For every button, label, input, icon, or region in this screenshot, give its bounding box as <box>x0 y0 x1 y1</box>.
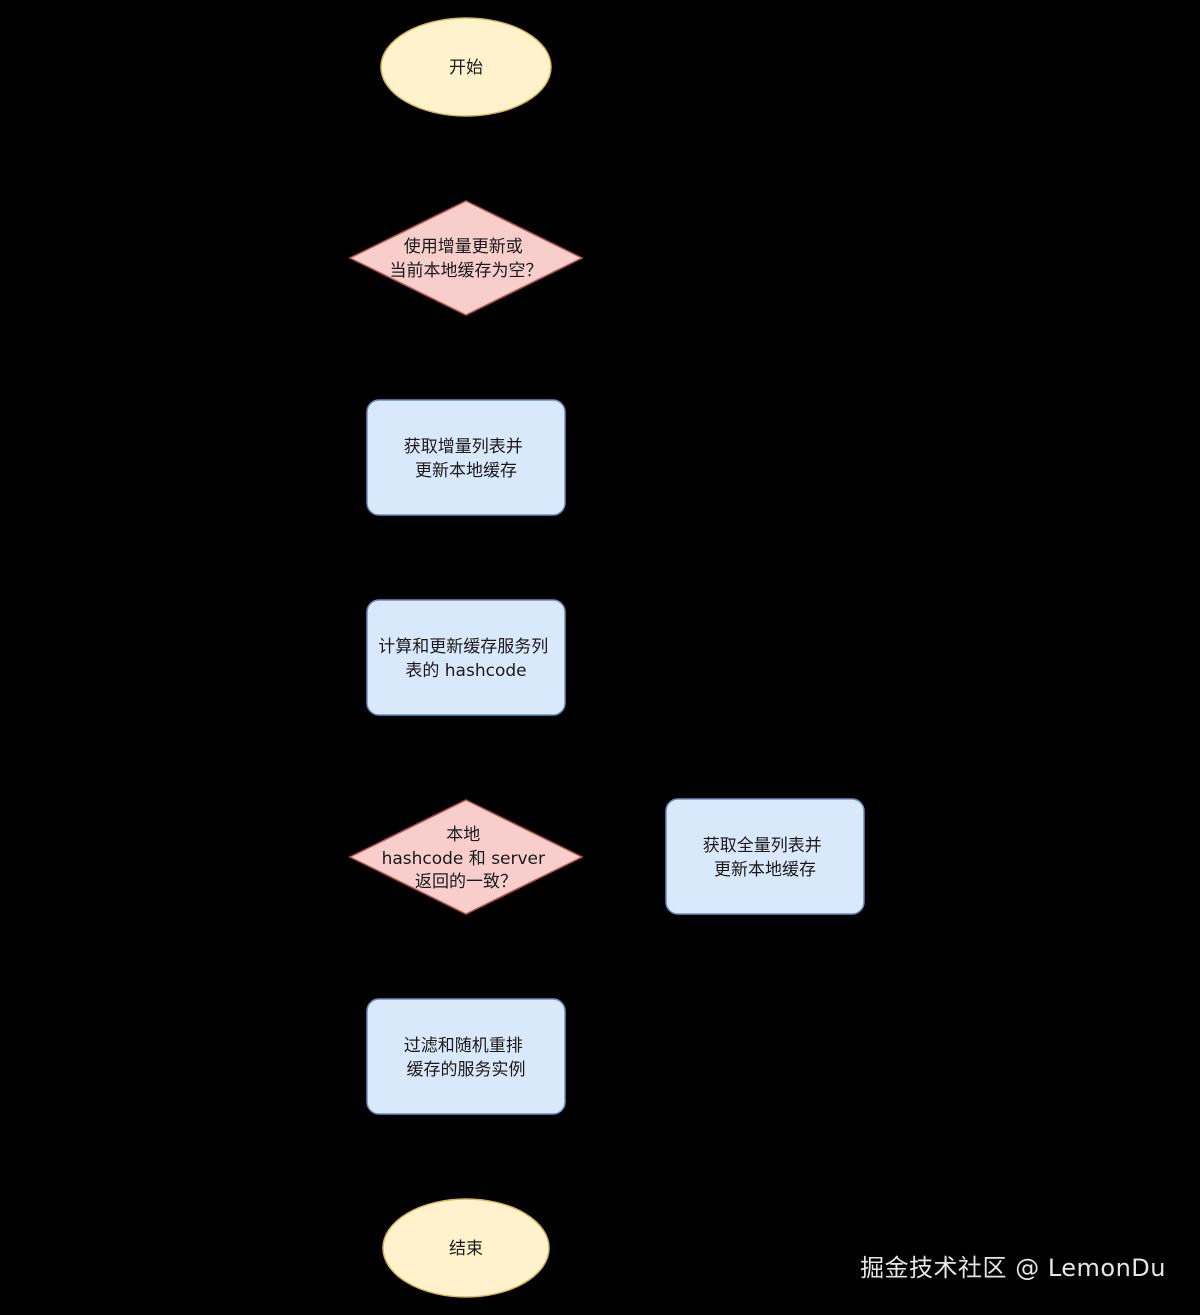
fetch-incremental-shape <box>366 399 566 516</box>
filter-shuffle-label-line-2: 缓存的服务实例 <box>407 1060 526 1080</box>
filter-shuffle-node: 过滤和随机重排 缓存的服务实例 <box>366 998 566 1115</box>
end-node: 结束 <box>382 1198 550 1298</box>
filter-shuffle-shape <box>366 998 566 1115</box>
fetch-full-node: 获取全量列表并 更新本地缓存 <box>665 798 865 915</box>
svg-text:获取全量列表并 更新本地缓存: 获取全量列表并 更新本地缓存 <box>703 836 827 880</box>
svg-text:计算和更新缓存服务列 表的 hashcode: 计算和更新缓存服务列 表的 hashcode <box>378 637 553 681</box>
decision-hashcode-shape <box>348 799 584 915</box>
svg-text:获取增量列表并 更新本地缓存: 获取增量列表并 更新本地缓存 <box>404 437 528 481</box>
start-label-line-1: 开始 <box>449 58 483 78</box>
svg-text:过滤和随机重排 缓存的服务实例: 过滤和随机重排 缓存的服务实例 <box>404 1036 528 1080</box>
decision-hashcode-label-line-1: 本地 <box>446 825 480 845</box>
fetch-incremental-label-line-2: 更新本地缓存 <box>415 461 517 481</box>
decision-incremental-shape <box>348 200 584 316</box>
fetch-full-label-line-1: 获取全量列表并 <box>703 836 822 856</box>
start-shape <box>380 17 552 117</box>
compute-hashcode-label-line-1: 计算和更新缓存服务列 <box>378 637 548 657</box>
end-label-line-1: 结束 <box>449 1239 483 1259</box>
watermark: 掘金技术社区 @ LemonDu <box>860 1254 1166 1282</box>
fetch-incremental-node: 获取增量列表并 更新本地缓存 <box>366 399 566 516</box>
fetch-incremental-label-line-1: 获取增量列表并 <box>404 437 523 457</box>
decision-incremental-node: 使用增量更新或 当前本地缓存为空？ <box>348 200 584 316</box>
decision-incremental-label-line-2: 当前本地缓存为空？ <box>390 261 543 281</box>
decision-incremental-label-line-1: 使用增量更新或 <box>404 236 523 257</box>
svg-text:使用增量更新或 当前本地缓存为空？: 使用增量更新或 当前本地缓存为空？ <box>390 236 543 281</box>
decision-hashcode-label-line-2: hashcode 和 server <box>382 849 545 869</box>
start-node: 开始 <box>380 17 552 117</box>
end-shape <box>382 1198 550 1298</box>
compute-hashcode-label-line-2: 表的 hashcode <box>405 661 526 681</box>
svg-text:开始: 开始 <box>449 58 483 78</box>
fetch-full-label-line-2: 更新本地缓存 <box>714 860 816 880</box>
compute-hashcode-node: 计算和更新缓存服务列 表的 hashcode <box>366 599 566 716</box>
compute-hashcode-shape <box>366 599 566 716</box>
decision-hashcode-label-line-3: 返回的一致？ <box>415 872 517 892</box>
svg-text:结束: 结束 <box>449 1239 483 1259</box>
svg-text:本地 hashcode 和 server: 本地 hashcode 和 server 返回的一致？ <box>382 825 551 892</box>
filter-shuffle-label-line-1: 过滤和随机重排 <box>404 1036 523 1056</box>
fetch-full-shape <box>665 798 865 915</box>
decision-hashcode-node: 本地 hashcode 和 server 返回的一致？ <box>348 799 584 915</box>
